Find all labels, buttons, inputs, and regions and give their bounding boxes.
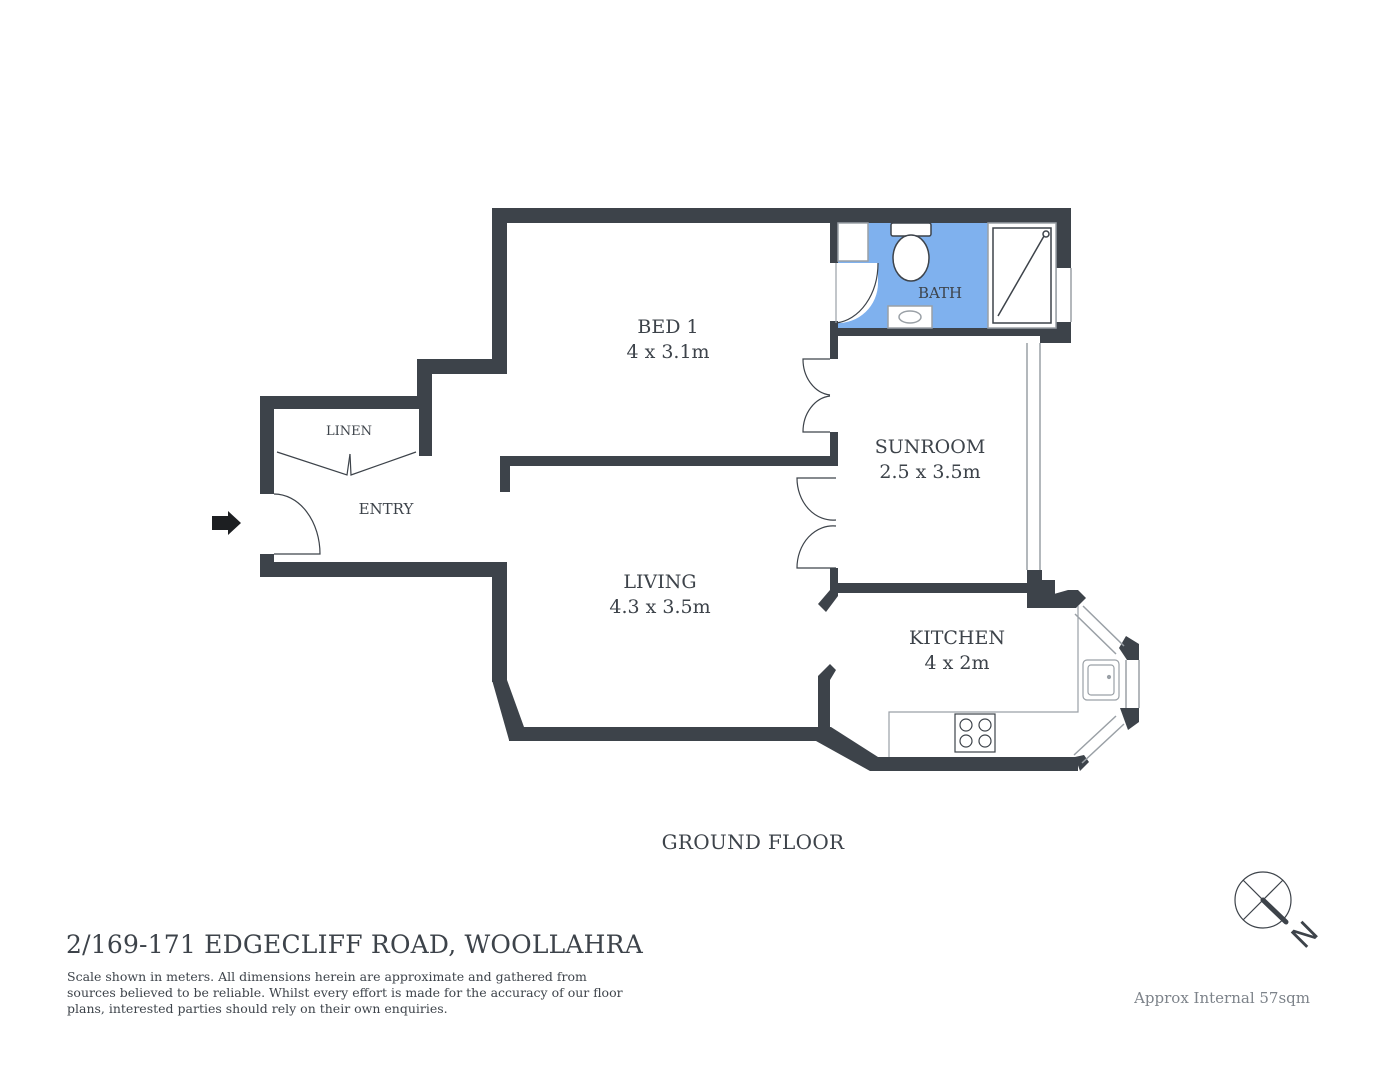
bed-door-upper xyxy=(802,358,831,396)
toilet-cistern xyxy=(890,222,932,237)
living-door-upper xyxy=(796,477,837,521)
floor-label: GROUND FLOOR xyxy=(661,830,845,854)
room-name-entry: ENTRY xyxy=(359,500,415,518)
bathroom-fixtures xyxy=(837,222,1057,329)
cooktop xyxy=(954,713,996,753)
bath-door-swing xyxy=(835,262,879,324)
room-name-living: LIVING xyxy=(623,571,696,593)
living-door-lower xyxy=(796,525,837,569)
toilet-bowl xyxy=(892,234,930,282)
entry-door-swing xyxy=(273,493,321,555)
disclaimer: Scale shown in meters. All dimensions he… xyxy=(67,969,623,1017)
kitchen-bench xyxy=(888,606,1079,757)
compass-north-letter: N xyxy=(1285,915,1326,956)
north-compass-icon: N xyxy=(1234,871,1326,956)
bed-door-lower xyxy=(802,395,831,433)
room-name-bed1: BED 1 xyxy=(637,316,698,338)
property-address: 2/169-171 EDGECLIFF ROAD, WOOLLAHRA xyxy=(66,930,643,959)
walls xyxy=(260,208,1139,771)
doors xyxy=(273,262,879,569)
room-name-kitchen: KITCHEN xyxy=(909,627,1005,649)
room-size-sunroom: 2.5 x 3.5m xyxy=(879,461,980,483)
basin xyxy=(898,310,922,324)
kitchen-fixtures xyxy=(888,606,1120,757)
kitchen-bay-window xyxy=(1073,605,1140,764)
room-name-linen: LINEN xyxy=(326,424,372,439)
room-size-living: 4.3 x 3.5m xyxy=(609,596,710,618)
linen-door-left xyxy=(276,451,351,476)
disclaimer-line: Scale shown in meters. All dimensions he… xyxy=(67,969,587,984)
entry-arrow-icon xyxy=(212,511,241,535)
room-name-bath: BATH xyxy=(918,284,962,302)
bath-cabinet xyxy=(837,222,869,262)
approx-area: Approx Internal 57sqm xyxy=(1134,989,1310,1007)
room-size-bed1: 4 x 3.1m xyxy=(626,341,709,363)
disclaimer-line: sources believed to be reliable. Whilst … xyxy=(67,985,623,1000)
linen-door-right xyxy=(349,451,417,476)
room-name-sunroom: SUNROOM xyxy=(875,436,986,458)
disclaimer-line: plans, interested parties should rely on… xyxy=(67,1001,448,1016)
room-size-kitchen: 4 x 2m xyxy=(925,652,990,674)
